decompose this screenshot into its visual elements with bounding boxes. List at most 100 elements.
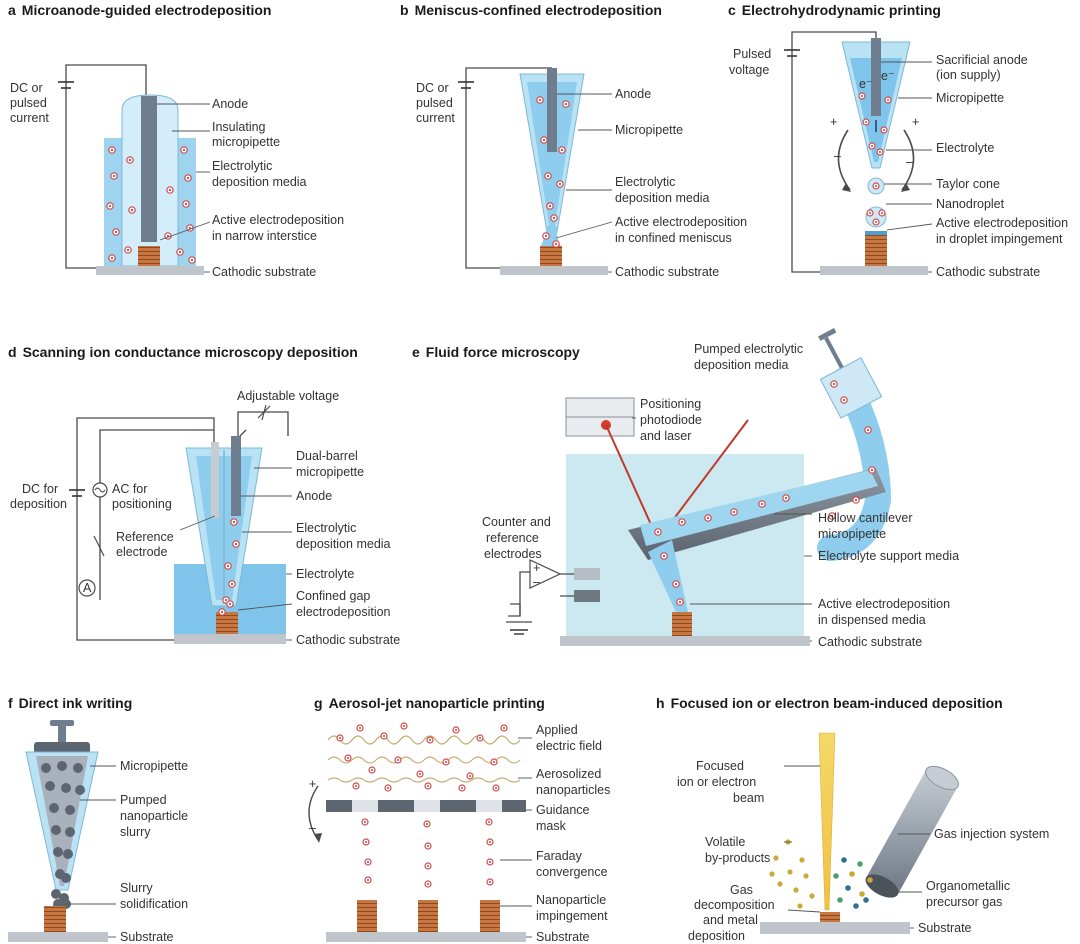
electric-field-lines: [327, 735, 521, 783]
cathodic-substrate: [96, 266, 204, 275]
slurry-particle: [51, 825, 61, 835]
pipette-label: Micropipette: [120, 759, 188, 773]
field-label: Applied: [536, 723, 578, 737]
deposit: [418, 900, 438, 932]
substrate-label: Cathodic substrate: [296, 633, 400, 647]
svg-text:pulsed: pulsed: [10, 96, 47, 110]
counter-electrodes: + –: [506, 559, 600, 635]
active-label: Active electrodeposition: [936, 216, 1068, 230]
power-source: [458, 67, 552, 269]
substrate: [8, 932, 108, 942]
dc-label: DC for deposition: [10, 482, 67, 511]
power-label: DC or pulsed current: [10, 81, 49, 125]
substrate-label: Substrate: [918, 921, 972, 935]
slurry-particle: [45, 781, 55, 791]
svg-text:deposition media: deposition media: [212, 175, 307, 189]
pumped-label: Pumped electrolytic: [694, 342, 803, 356]
svg-text:voltage: voltage: [729, 63, 769, 77]
solidification-label: Slurry: [120, 881, 153, 895]
precursor-label: Organometallic: [926, 879, 1010, 893]
byproduct-molecule: [787, 869, 793, 875]
reference-label: Reference: [116, 530, 174, 544]
svg-text:–: –: [533, 575, 540, 589]
active-label: Active electrodeposition: [212, 213, 344, 227]
precursor-molecule: [859, 891, 865, 897]
electrolyte-label: Electrolyte: [936, 141, 994, 155]
syringe: [818, 328, 883, 419]
slurry-particle: [49, 803, 59, 813]
positioning-label: Positioning: [640, 397, 701, 411]
byproduct-molecule: [777, 881, 783, 887]
power-label: Pulsed voltage: [729, 47, 771, 77]
precursor-molecule: [853, 903, 859, 909]
slurry-particle: [57, 761, 67, 771]
svg-text:and laser: and laser: [640, 429, 691, 443]
svg-text:mask: mask: [536, 819, 567, 833]
byproduct-molecule: [799, 857, 805, 863]
svg-text:deposition media: deposition media: [615, 191, 710, 205]
svg-text:positioning: positioning: [112, 497, 172, 511]
svg-text:deposition: deposition: [10, 497, 67, 511]
substrate: [760, 922, 910, 934]
leaders: [881, 61, 933, 273]
slurry-label: Pumped: [120, 793, 167, 807]
svg-text:deposition: deposition: [688, 929, 745, 943]
svg-text:in confined meniscus: in confined meniscus: [615, 231, 732, 245]
svg-text:photodiode: photodiode: [640, 413, 702, 427]
slurry-particle: [65, 827, 75, 837]
active-label: Active electrodeposition: [818, 597, 950, 611]
ion-group: [858, 92, 892, 226]
gas-molecules: [769, 839, 873, 909]
taylor-cone-label: Taylor cone: [936, 177, 1000, 191]
media-label: Electrolytic: [615, 175, 675, 189]
anode: [547, 68, 557, 152]
impingement-label: Nanoparticle: [536, 893, 606, 907]
leaders: [555, 93, 613, 273]
field-line: [327, 735, 521, 745]
aerosol-particles: [336, 722, 508, 888]
svg-text:deposition media: deposition media: [694, 358, 789, 372]
svg-text:+: +: [912, 115, 919, 129]
svg-text:impingement: impingement: [536, 909, 608, 923]
slurry-particle: [63, 849, 73, 859]
byproduct-molecule: [797, 903, 803, 909]
beam-label: Focused: [696, 759, 744, 773]
precursor-molecule: [845, 885, 851, 891]
power-source: [784, 31, 877, 273]
ion-group: [536, 96, 570, 248]
svg-text:e⁻: e⁻: [859, 77, 873, 91]
pipette-label: Dual-barrel: [296, 449, 358, 463]
mask-label: Guidance: [536, 803, 590, 817]
svg-text:solidification: solidification: [120, 897, 188, 911]
svg-text:+: +: [533, 561, 540, 575]
ac-label: AC for positioning: [112, 482, 172, 511]
svg-text:e⁻: e⁻: [881, 69, 895, 83]
plunger: [34, 720, 90, 754]
cantilever-label: Hollow cantilever: [818, 511, 912, 525]
deposit: [216, 612, 238, 634]
svg-text:DC for: DC for: [22, 482, 58, 496]
precursor-molecule: [833, 873, 839, 879]
gap-label: Confined gap: [296, 589, 370, 603]
media-label: Electrolytic: [212, 159, 272, 173]
ion-group: [654, 380, 876, 606]
svg-text:electric field: electric field: [536, 739, 602, 753]
leaders: [179, 467, 293, 641]
cathodic-substrate: [174, 634, 286, 644]
byproduct-molecule: [803, 873, 809, 879]
slurry-particle: [73, 763, 83, 773]
deposit: [865, 232, 887, 268]
svg-text:electrodeposition: electrodeposition: [296, 605, 391, 619]
svg-text:–: –: [309, 821, 316, 835]
svg-text:+: +: [830, 115, 837, 129]
svg-text:by-products: by-products: [705, 851, 770, 865]
leaders: [157, 103, 211, 273]
